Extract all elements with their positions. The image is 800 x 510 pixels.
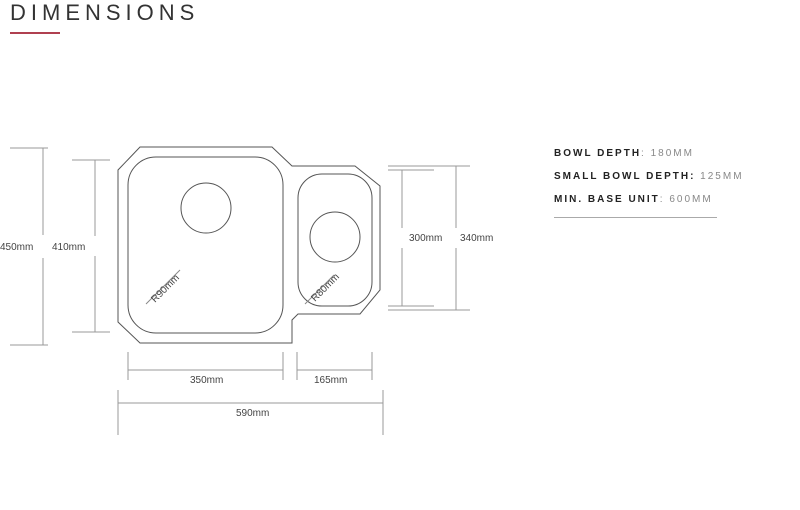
spec-value: : 180MM [641, 148, 694, 159]
main-bowl-drain [180, 182, 232, 234]
spec-label: SMALL BOWL DEPTH: [554, 171, 696, 182]
small-bowl-drain [309, 211, 361, 263]
sink-outline [117, 146, 381, 344]
title-underline [10, 32, 60, 34]
small-bowl [297, 173, 373, 307]
main-bowl [127, 156, 284, 334]
spec-value: : 600MM [659, 194, 713, 205]
overall-width-label: 590mm [236, 408, 269, 419]
small-bowl-radius-label: R80mm [309, 272, 342, 305]
spec-bowl-depth: BOWL DEPTH: 180MM [554, 148, 744, 159]
spec-value: 125MM [695, 171, 744, 182]
bowl-height-label: 410mm [52, 242, 85, 253]
spec-label: BOWL DEPTH [554, 148, 642, 159]
bowl-width-label: 350mm [190, 375, 223, 386]
spec-label: MIN. BASE UNIT [554, 194, 660, 205]
small-overall-height-label: 340mm [460, 233, 493, 244]
small-bowl-width-label: 165mm [314, 375, 347, 386]
small-bowl-height-label: 300mm [409, 233, 442, 244]
spec-min-base-unit: MIN. BASE UNIT: 600MM [554, 194, 744, 205]
dimension-lines [10, 147, 470, 435]
specs-list: BOWL DEPTH: 180MM SMALL BOWL DEPTH: 125M… [554, 148, 744, 218]
page-title: DIMENSIONS [10, 0, 200, 25]
overall-height-label: 450mm [0, 242, 33, 253]
bowl-radius-label: R90mm [149, 273, 182, 306]
specs-divider [554, 217, 717, 218]
spec-small-bowl-depth: SMALL BOWL DEPTH: 125MM [554, 171, 744, 182]
